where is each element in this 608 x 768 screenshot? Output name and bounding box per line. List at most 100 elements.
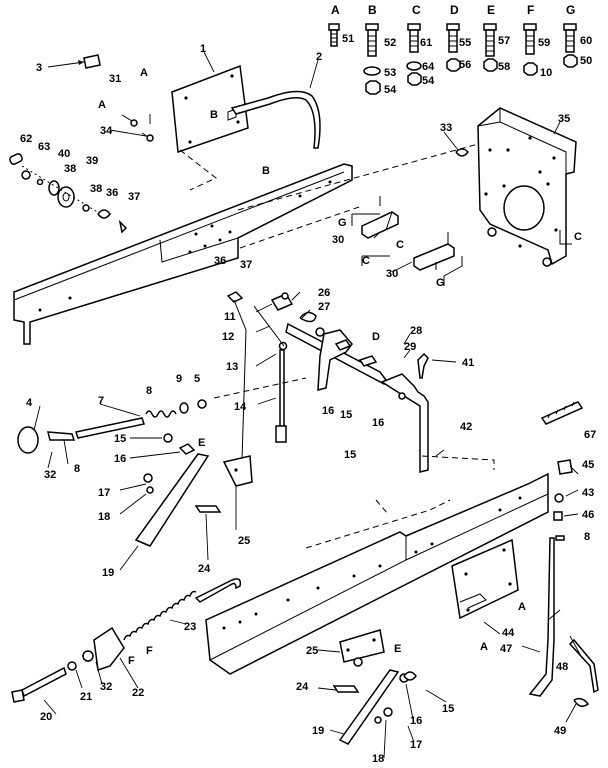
callout-28: 28	[410, 325, 422, 337]
callout-33: 33	[440, 122, 452, 134]
hw-nut-54c-icon	[407, 72, 422, 86]
callout-49: 49	[554, 725, 566, 737]
callout-16b: 16	[372, 417, 384, 429]
hw-part-53: 53	[384, 67, 396, 79]
callout-15a: 15	[340, 409, 352, 421]
washer-32	[82, 650, 94, 662]
callout-12: 12	[222, 331, 234, 343]
callout-15d: 15	[442, 703, 454, 715]
callout-43: 43	[582, 487, 594, 499]
callout-16c: 16	[114, 453, 126, 465]
guide-line-6	[305, 499, 451, 549]
guide-line-4	[213, 377, 307, 399]
hw-col-g-letter: G	[566, 3, 575, 17]
callout-18b: 18	[372, 753, 384, 765]
hw-bolt-57-icon	[483, 23, 497, 57]
callout-24b: 24	[296, 681, 309, 693]
frame-rail-upper	[13, 163, 353, 345]
ref-letter-b2: B	[262, 165, 270, 177]
callout-37b: 37	[240, 259, 252, 271]
nut-34	[146, 134, 154, 142]
callout-62: 62	[20, 133, 32, 145]
ref-letter-g2: G	[436, 277, 445, 289]
nut-35-foot	[542, 257, 552, 267]
callout-8b: 8	[74, 463, 80, 475]
rod-7	[75, 417, 145, 439]
callout-21: 21	[80, 691, 92, 703]
tag-3	[83, 54, 101, 69]
callout-16a: 16	[322, 405, 334, 417]
callout-4: 4	[26, 397, 33, 409]
hw-part-56: 56	[459, 59, 471, 71]
callout-31: 31	[109, 73, 121, 85]
guide-line-3	[239, 205, 363, 249]
spring-hook-23	[194, 578, 242, 603]
guide-line-5	[421, 455, 495, 470]
callout-15b: 15	[344, 449, 356, 461]
callout-29: 29	[404, 341, 416, 353]
spring-8	[145, 410, 177, 418]
nut-5	[197, 399, 207, 409]
callout-19a: 19	[102, 567, 114, 579]
callout-8a: 8	[146, 385, 152, 397]
bushing-stack	[9, 153, 128, 234]
ref-letter-e1: E	[198, 437, 205, 449]
callout-17b: 17	[410, 739, 422, 751]
hw-part-54b: 54	[384, 84, 397, 96]
callout-41: 41	[462, 357, 474, 369]
hw-col-d-letter: D	[450, 3, 459, 17]
bolt-8	[47, 431, 76, 441]
callout-15c: 15	[114, 433, 126, 445]
callout-30b: 30	[386, 268, 398, 280]
hardware-header: A B C D E F G 51 52 53 54 61	[328, 3, 592, 96]
callout-42: 42	[460, 421, 472, 433]
callout-32b: 32	[100, 681, 112, 693]
callout-32a: 32	[44, 469, 56, 481]
hw-nut-56-icon	[446, 58, 461, 72]
callout-17a: 17	[98, 487, 110, 499]
rod-2	[230, 90, 321, 149]
hw-part-64: 64	[422, 61, 435, 73]
callout-63: 63	[38, 141, 50, 153]
callout-18a: 18	[98, 511, 110, 523]
cover-plate-1	[171, 64, 249, 154]
callout-39: 39	[86, 155, 98, 167]
ref-letter-a4: A	[480, 641, 488, 653]
bracket-30b	[413, 243, 455, 271]
hw-part-59: 59	[538, 37, 550, 49]
washer-9	[179, 402, 189, 414]
callout-16d: 16	[410, 715, 422, 727]
hw-part-51: 51	[342, 33, 354, 45]
rod-20	[21, 666, 67, 698]
frame-rail-lower	[205, 472, 549, 675]
callout-13: 13	[226, 361, 238, 373]
callout-14: 14	[234, 401, 247, 413]
ref-letter-f1: F	[128, 655, 135, 667]
hw-part-10: 10	[540, 67, 552, 79]
callout-46: 46	[582, 509, 594, 521]
hw-part-60: 60	[580, 35, 592, 47]
hw-nut-54-icon	[365, 80, 381, 95]
bolt-33	[455, 148, 469, 157]
callout-8c: 8	[584, 531, 590, 543]
callout-3: 3	[36, 62, 42, 74]
callout-30a: 30	[332, 234, 344, 246]
callout-48: 48	[556, 661, 568, 673]
nut-35-lower	[487, 227, 497, 237]
ref-letter-c2: C	[362, 255, 370, 267]
hw-part-50: 50	[580, 55, 592, 67]
callout-67: 67	[584, 429, 596, 441]
hw-bolt-61-icon	[407, 23, 421, 53]
guide-line-2	[237, 137, 501, 211]
lever-assembly	[528, 459, 599, 707]
nut-31	[130, 119, 138, 127]
hw-washer-53-icon	[363, 66, 381, 76]
nut-21	[67, 661, 77, 671]
spring-23	[123, 590, 197, 641]
hw-nut-50-icon	[563, 54, 578, 68]
hw-part-54c: 54	[422, 75, 435, 87]
plate-44	[451, 538, 519, 620]
callout-38b: 38	[90, 183, 102, 195]
